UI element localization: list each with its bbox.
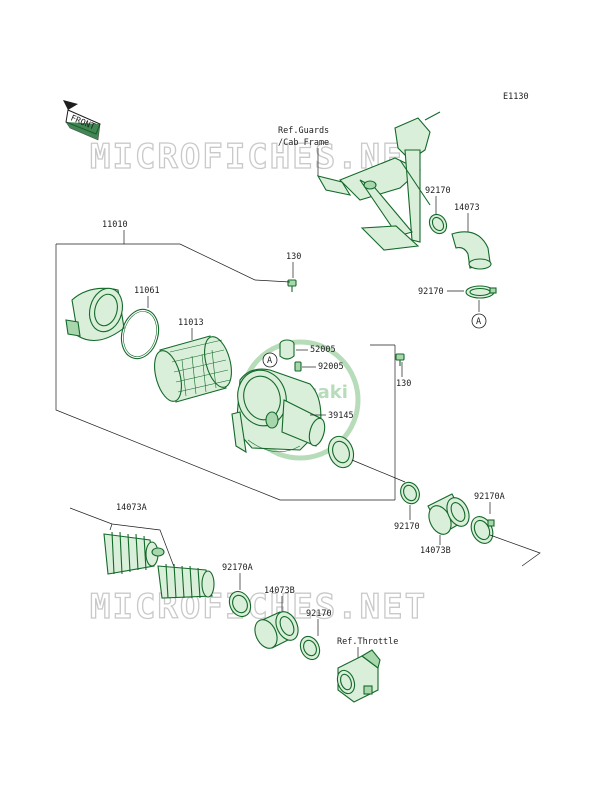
- cab-frame-bracket: [316, 111, 441, 251]
- hose-14073: [451, 231, 492, 270]
- airbox-cap: [65, 287, 125, 342]
- part-11061: 11061: [134, 286, 160, 296]
- part-92170-bottom: 92170: [306, 609, 332, 619]
- hose-14073A-upper: [103, 531, 159, 575]
- part-11013: 11013: [178, 318, 204, 328]
- leader-right-break: [489, 534, 541, 567]
- part-130-right: 130: [396, 379, 411, 389]
- clamp-92170-mid: [465, 285, 497, 299]
- ref-guards-label: Ref.Guards: [278, 126, 329, 136]
- part-92170-low: 92170: [394, 522, 420, 532]
- part-92170A-left: 92170A: [222, 563, 253, 573]
- plug-52005: [279, 339, 295, 360]
- clamp-92170A-left: [228, 590, 252, 618]
- clamp-92170-top: [428, 213, 448, 235]
- part-52005: 52005: [310, 345, 336, 355]
- ref-throttle-label: Ref.Throttle: [337, 637, 398, 647]
- part-130-top: 130: [286, 252, 301, 262]
- part-39145: 39145: [328, 411, 354, 421]
- clamp-92170-low: [400, 481, 420, 505]
- part-11010: 11010: [102, 220, 128, 230]
- ref-cab-frame-label: /Cab Frame: [278, 138, 329, 148]
- assembly-frame-left: [55, 244, 395, 501]
- connector-a-left-label: A: [267, 356, 272, 366]
- boot-14073B-right: [427, 493, 470, 535]
- part-14073B-left: 14073B: [264, 586, 295, 596]
- part-14073A: 14073A: [116, 503, 147, 513]
- part-92170A-right: 92170A: [474, 492, 505, 502]
- connector-a-right: [471, 313, 487, 329]
- oring-11061: [120, 308, 160, 360]
- clamp-92170-bottom: [299, 635, 321, 661]
- watermark-bottom: MICROFICHES.NET: [90, 587, 427, 627]
- diagram-code: E1130: [503, 92, 529, 102]
- clamp-92170A-right: [470, 516, 495, 544]
- coupler-39145: [327, 435, 355, 469]
- connector-a-left: [262, 352, 278, 368]
- part-92170-top: 92170: [425, 186, 451, 196]
- leader-14073A: [69, 507, 177, 573]
- airbox-housing: [231, 368, 326, 454]
- part-14073: 14073: [454, 203, 480, 213]
- part-14073B-right: 14073B: [420, 546, 451, 556]
- front-arrow-icon: FRONT: [63, 100, 101, 141]
- bolt-92005: [294, 361, 302, 372]
- hose-14073A-lower: [151, 547, 215, 599]
- part-92170-mid: 92170: [418, 287, 444, 297]
- throttle-body: [336, 649, 381, 703]
- filter-element-11013: [154, 335, 232, 403]
- connector-a-right-label: A: [476, 317, 481, 327]
- assembly-frame-top: [56, 243, 256, 281]
- screw-130-top: [287, 279, 297, 292]
- screw-130-right: [395, 353, 405, 366]
- part-92005: 92005: [318, 362, 344, 372]
- boot-14073B-left: [254, 611, 299, 649]
